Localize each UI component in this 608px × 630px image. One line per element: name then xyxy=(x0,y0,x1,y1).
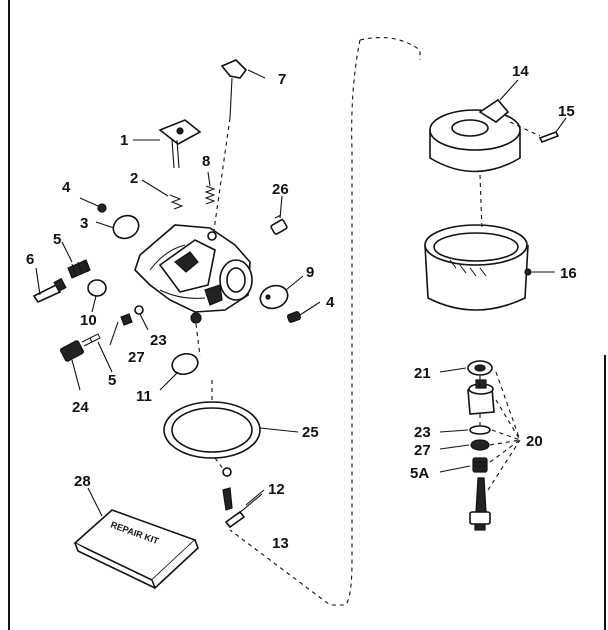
callout-4-upper: 4 xyxy=(62,179,71,196)
leader-lines xyxy=(35,69,567,517)
part-6-screw xyxy=(32,277,67,304)
callout-20: 20 xyxy=(526,433,543,450)
callout-12: 12 xyxy=(268,481,285,498)
part-23-washer-right xyxy=(469,425,491,435)
part-28-repair-kit: REPAIR KIT xyxy=(73,509,199,590)
part-10-gasket xyxy=(87,279,107,297)
part-27-spring xyxy=(120,313,133,326)
callout-5-lower: 5 xyxy=(108,372,116,389)
part-5A-spring-right xyxy=(472,457,488,473)
callout-8: 8 xyxy=(202,153,210,170)
part-26-fitting xyxy=(270,214,288,235)
part-9-throttle-plate xyxy=(259,284,289,310)
assembly-dashed-outline xyxy=(229,37,421,606)
part-11-gasket xyxy=(171,352,199,376)
callout-21: 21 xyxy=(414,365,431,382)
part-25-bowl-gasket xyxy=(163,401,261,459)
callout-labels: 7 1 8 2 26 4 3 5 6 9 4 10 23 27 5 11 24 … xyxy=(26,63,577,552)
callout-23-right: 23 xyxy=(414,424,431,441)
part-27-spring-right xyxy=(470,439,490,451)
carburetor-body xyxy=(134,224,253,324)
part-23-washer xyxy=(134,305,144,315)
callout-3: 3 xyxy=(80,215,88,232)
part-16-float-bowl xyxy=(424,174,532,311)
part-15-float-pin xyxy=(509,121,560,144)
part-24-screw xyxy=(59,333,101,362)
callout-27-left: 27 xyxy=(128,349,145,366)
callout-15: 15 xyxy=(558,103,575,120)
callout-26: 26 xyxy=(272,181,289,198)
part-12-needle xyxy=(222,467,233,511)
part-14-float xyxy=(429,98,521,173)
part-7-shaft-lever xyxy=(213,59,248,231)
callout-5A: 5A xyxy=(410,465,429,482)
part-13-pin xyxy=(224,510,246,529)
part-1-throttle-lever xyxy=(158,119,202,169)
callout-6: 6 xyxy=(26,251,34,268)
callout-7: 7 xyxy=(278,71,286,88)
callout-5-upper: 5 xyxy=(53,231,61,248)
callout-4-right: 4 xyxy=(326,294,335,311)
callout-25: 25 xyxy=(302,424,319,441)
part-20-bowl-nut xyxy=(467,379,495,415)
callout-16: 16 xyxy=(560,265,577,282)
callout-27-right: 27 xyxy=(414,442,431,459)
part-4-screw-right xyxy=(286,311,302,323)
callout-24: 24 xyxy=(72,399,89,416)
part-21-gasket xyxy=(467,360,493,376)
callout-14: 14 xyxy=(512,63,529,80)
callout-1: 1 xyxy=(120,132,128,149)
part-5-spring-upper xyxy=(67,259,91,279)
callout-2: 2 xyxy=(130,170,138,187)
callout-10: 10 xyxy=(80,312,97,329)
callout-13: 13 xyxy=(272,535,289,552)
callout-28: 28 xyxy=(74,473,91,490)
part-20-needle-valve xyxy=(469,477,491,531)
part-8-spring xyxy=(204,185,216,205)
part-3-choke-plate xyxy=(112,214,140,240)
part-4-screw-upper xyxy=(79,197,107,213)
callout-11: 11 xyxy=(136,388,152,405)
callout-23-left: 23 xyxy=(150,332,167,349)
part-2-spring xyxy=(169,194,184,210)
callout-9: 9 xyxy=(306,264,314,281)
